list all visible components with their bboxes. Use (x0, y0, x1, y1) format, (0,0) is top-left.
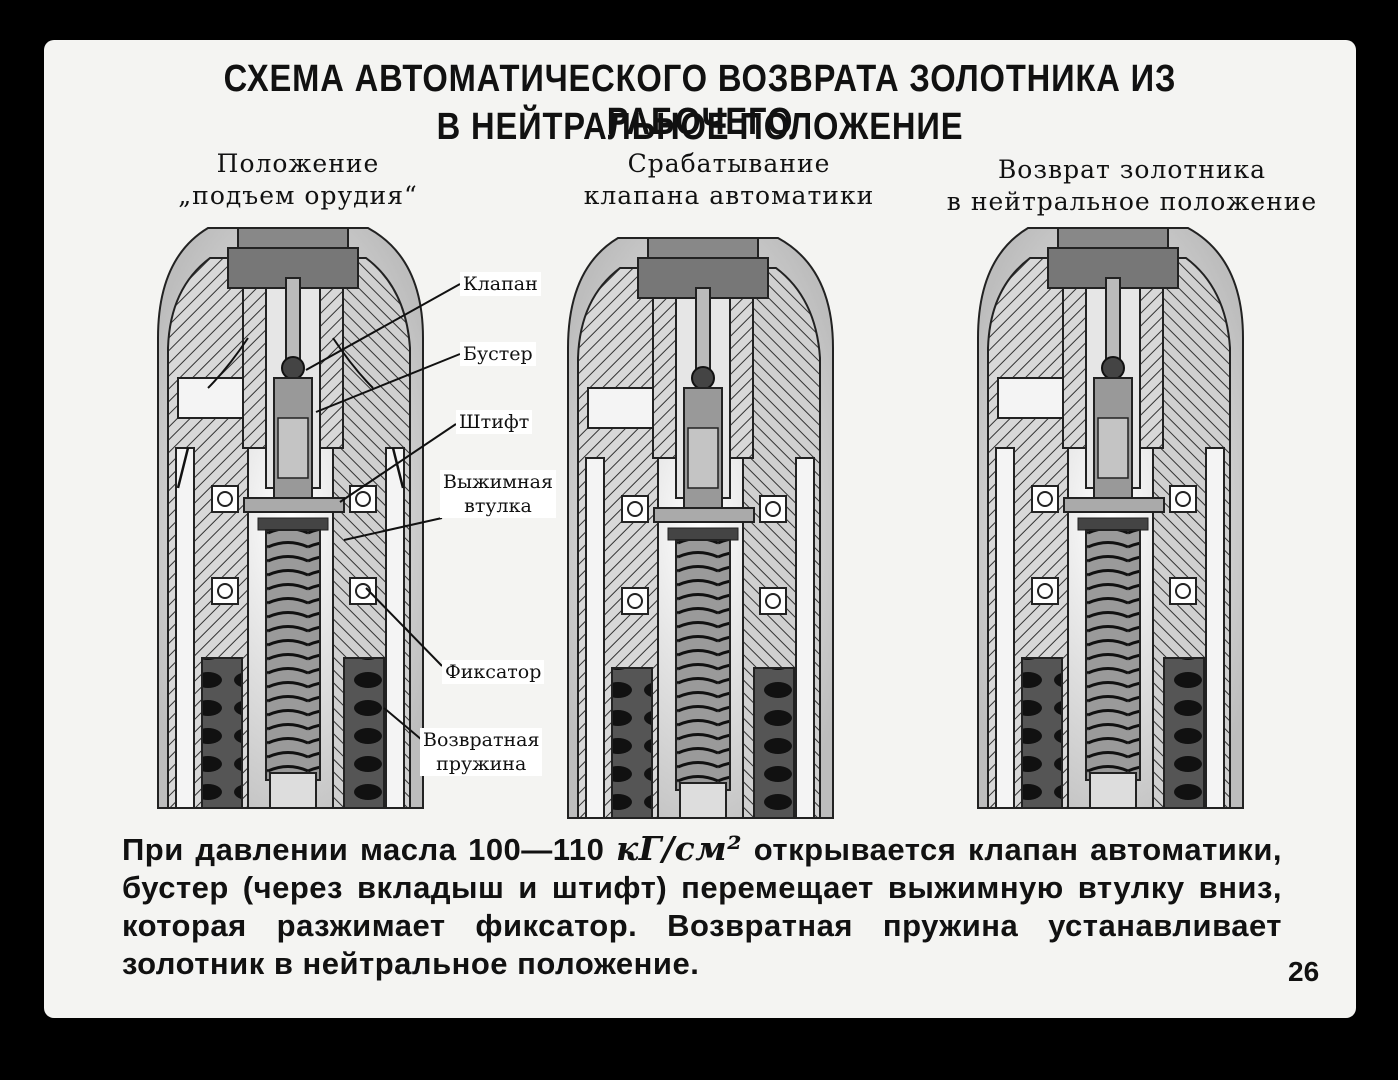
label-return-spring-line-1: Возвратная (423, 729, 540, 751)
description-part-1: При давлении масла 100—110 (122, 832, 605, 867)
panel-1-caption: Положение „подъем орудия“ (148, 148, 448, 212)
panel-1-caption-line-2: „подъем орудия“ (178, 181, 418, 210)
description-part-2: открывается клапан автоматики, бустер (ч… (122, 832, 1282, 981)
panel-2-caption: Срабатывание клапана автоматики (564, 148, 894, 212)
panel-3-caption-line-1: Возврат золотника (997, 155, 1267, 184)
label-pin: Штифт (456, 410, 533, 434)
label-sleeve-line-1: Выжимная (443, 471, 553, 493)
panel-2-caption-line-2: клапана автоматики (583, 181, 875, 210)
label-booster: Бустер (460, 342, 536, 366)
description-unit: кГ/см² (615, 829, 743, 868)
title-line-1: СХЕМА АВТОМАТИЧЕСКОГО ВОЗВРАТА ЗОЛОТНИКА… (223, 58, 1177, 143)
panel-1-mechanism (157, 227, 424, 809)
label-latch: Фиксатор (442, 660, 545, 684)
title-line-2: В НЕЙТРАЛЬНОЕ ПОЛОЖЕНИЕ (436, 106, 964, 148)
label-valve: Клапан (460, 272, 541, 296)
diagram-drawings (157, 227, 1244, 819)
label-sleeve: Выжимная втулка (440, 470, 556, 518)
label-return-spring: Возвратная пружина (420, 728, 543, 776)
panel-1-caption-line-1: Положение (216, 149, 380, 178)
panel-3-caption-line-2: в нейтральное положение (946, 187, 1318, 216)
label-return-spring-line-2: пружина (436, 753, 527, 775)
panel-3-caption: Возврат золотника в нейтральное положени… (922, 154, 1342, 218)
page-number: 26 (1288, 956, 1320, 987)
leader-lines (305, 283, 461, 741)
description-text: При давлении масла 100—110 кГ/см² открыв… (122, 830, 1282, 983)
slide: СХЕМА АВТОМАТИЧЕСКОГО ВОЗВРАТА ЗОЛОТНИКА… (44, 40, 1356, 1018)
panel-2-mechanism (567, 237, 834, 819)
panel-2-caption-line-1: Срабатывание (627, 149, 831, 178)
label-sleeve-line-2: втулка (464, 495, 532, 517)
panel-3-mechanism (977, 227, 1244, 809)
